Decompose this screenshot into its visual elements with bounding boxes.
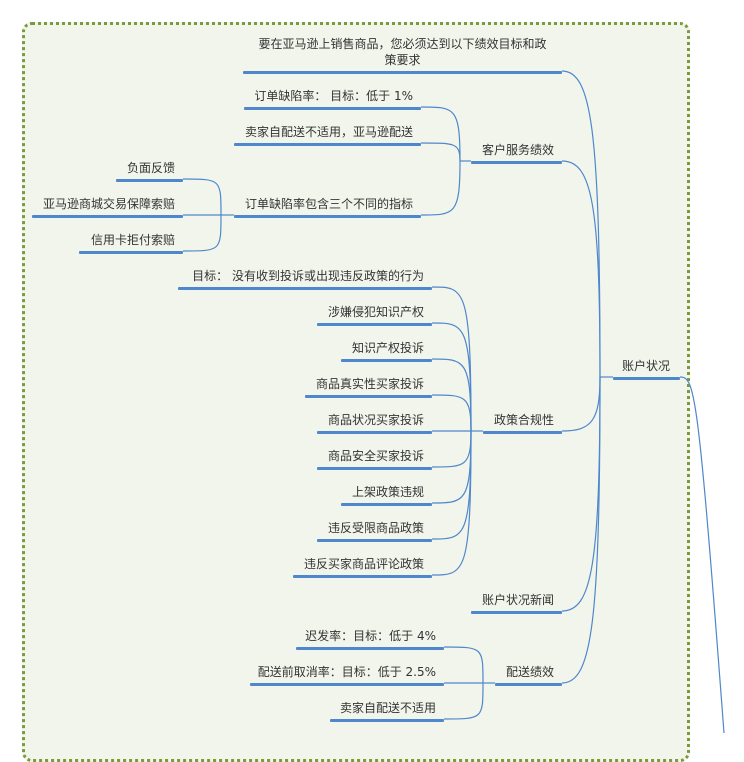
root-node-underline [613,377,680,380]
node-underline [330,719,444,722]
node-underline [483,431,562,434]
root-node-account-health[interactable]: 账户状况 [613,352,680,380]
node-underline [250,683,444,686]
node-underline [116,179,183,182]
node-shipping-performance[interactable]: 配送绩效 [495,658,562,686]
node-label: 信用卡拒付索赔 [90,233,175,247]
root-node-label: 账户状况 [621,359,670,373]
node-review-policy[interactable]: 违反买家商品评论政策 [293,550,432,578]
node-suspected-ip[interactable]: 涉嫌侵犯知识产权 [317,298,432,326]
node-label: 订单缺陷率： 目标：低于 1% [254,89,413,103]
node-ip-complaints[interactable]: 知识产权投诉 [341,334,432,362]
node-account-news[interactable]: 账户状况新闻 [471,586,562,614]
node-label: 违反受限商品政策 [327,521,424,535]
node-a-to-z-claims[interactable]: 亚马逊商城交易保障索赔 [32,190,183,218]
node-policy-target[interactable]: 目标： 没有收到投诉或出现违反政策的行为 [178,262,432,290]
node-label: 商品状况买家投诉 [327,413,424,427]
node-label: 卖家自配送不适用 [339,701,436,715]
node-late-shipment[interactable]: 迟发率：目标：低于 4% [296,622,444,650]
node-news-label: 账户状况新闻 [481,593,554,607]
node-cancel-rate[interactable]: 配送前取消率：目标：低于 2.5% [250,658,444,686]
node-underline [317,467,432,470]
node-label: 亚马逊商城交易保障索赔 [42,197,175,211]
node-policy-label: 政策合规性 [493,413,554,427]
node-label: 负面反馈 [126,161,175,175]
node-label: 上架政策违规 [351,485,424,499]
node-underline [244,107,421,110]
node-label: 商品真实性买家投诉 [315,377,424,391]
node-underline [296,647,444,650]
node-shipping-label: 配送绩效 [505,665,554,679]
node-label: 迟发率：目标：低于 4% [305,629,436,643]
node-underline [341,503,432,506]
node-underline [234,143,421,146]
node-odr-metrics[interactable]: 订单缺陷率包含三个不同的指标 [234,190,421,218]
node-underline [243,71,562,74]
node-fbm-not-applicable[interactable]: 卖家自配送不适用 [330,694,444,722]
node-customer-service[interactable]: 客户服务绩效 [471,136,562,164]
node-label: 目标： 没有收到投诉或出现违反政策的行为 [192,269,424,283]
node-condition-complaints[interactable]: 商品状况买家投诉 [317,406,432,434]
node-label: 涉嫌侵犯知识产权 [327,305,424,319]
node-underline [495,683,562,686]
node-underline [79,251,183,254]
node-fbm-na[interactable]: 卖家自配送不适用，亚马逊配送 [234,118,421,146]
node-chargeback-claims[interactable]: 信用卡拒付索赔 [79,226,183,254]
node-negative-feedback[interactable]: 负面反馈 [116,154,183,182]
node-underline [471,161,562,164]
node-safety-complaints[interactable]: 商品安全买家投诉 [317,442,432,470]
node-underline [234,215,421,218]
node-underline [178,287,432,290]
node-customer-service-label: 客户服务绩效 [481,143,554,157]
node-label: 商品安全买家投诉 [327,449,424,463]
node-policy-compliance[interactable]: 政策合规性 [483,406,562,434]
node-label: 订单缺陷率包含三个不同的指标 [244,197,413,211]
node-underline [293,575,432,578]
node-underline [317,539,432,542]
node-label: 知识产权投诉 [351,341,424,355]
node-underline [317,431,432,434]
node-label: 违反买家商品评论政策 [303,557,424,571]
node-underline [305,395,432,398]
node-label: 卖家自配送不适用，亚马逊配送 [244,125,413,139]
node-label: 配送前取消率：目标：低于 2.5% [257,665,436,679]
node-listing-violations[interactable]: 上架政策违规 [341,478,432,506]
node-odr-target[interactable]: 订单缺陷率： 目标：低于 1% [244,82,421,110]
node-underline [32,215,183,218]
node-underline [341,359,432,362]
node-underline [471,611,562,614]
node-intro[interactable]: 要在亚马逊上销售商品，您必须达到以下绩效目标和政策要求 [243,33,562,74]
node-underline [317,323,432,326]
node-intro-label: 要在亚马逊上销售商品，您必须达到以下绩效目标和政策要求 [258,37,547,67]
node-restricted-products[interactable]: 违反受限商品政策 [317,514,432,542]
node-authenticity-complaints[interactable]: 商品真实性买家投诉 [305,370,432,398]
